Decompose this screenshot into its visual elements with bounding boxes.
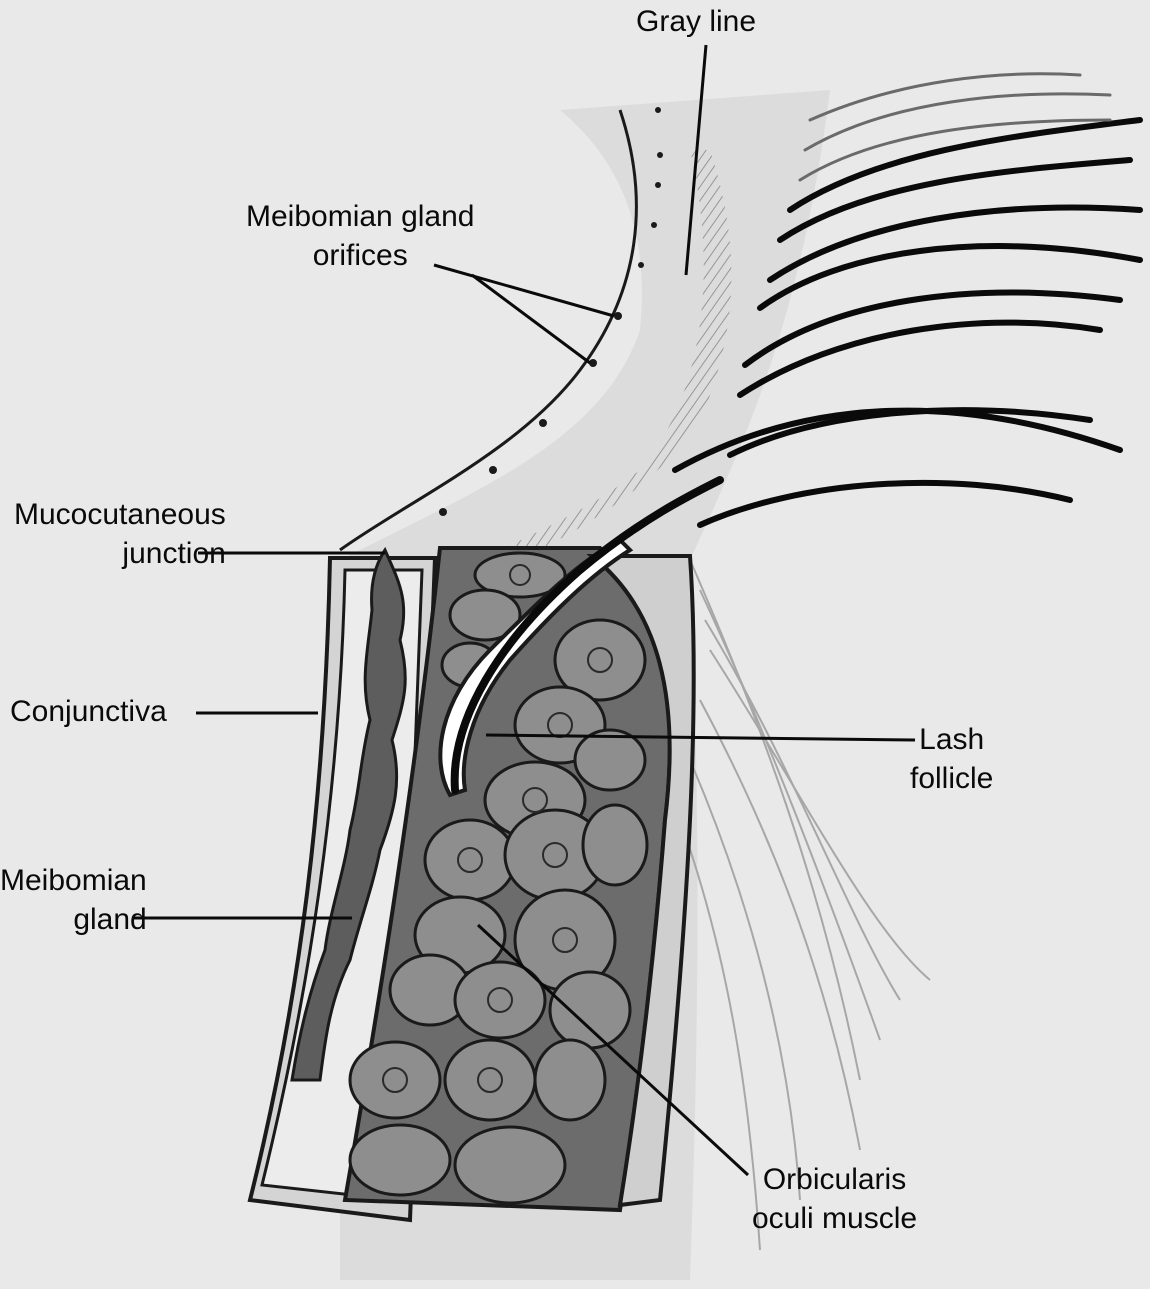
meibomian-gland-orifices-label: Meibomian gland orifices (246, 200, 475, 272)
lash-follicle-label: Lash follicle (910, 723, 994, 795)
conjunctiva-label: Conjunctiva (10, 695, 167, 728)
gray-line-leader (684, 44, 708, 276)
orifice-leader-a (433, 263, 615, 318)
orifice-dots (439, 107, 663, 516)
gray-line-label: Gray line (636, 5, 757, 38)
muscle-bundles (348, 551, 649, 1205)
eyelashes (672, 117, 1143, 528)
meibomian-gland-label: Meibomian gland (0, 864, 147, 936)
main-lash (450, 476, 724, 794)
palpebral-edge (339, 109, 638, 552)
orifice-leader-b (471, 273, 591, 365)
lash-follicle-leader (485, 733, 916, 742)
orbicularis-leader (476, 923, 750, 1177)
orbicularis-oculi-muscle-label: Orbicularis oculi muscle (752, 1163, 918, 1235)
meibomian-gland-shape (290, 546, 407, 1082)
leader-lines (133, 44, 916, 1177)
eyelash-faint (798, 72, 1112, 182)
skin-fibers (679, 559, 931, 1251)
mucocutaneous-junction-label: Mucocutaneous junction (14, 498, 226, 570)
gray-line-band (480, 150, 732, 560)
